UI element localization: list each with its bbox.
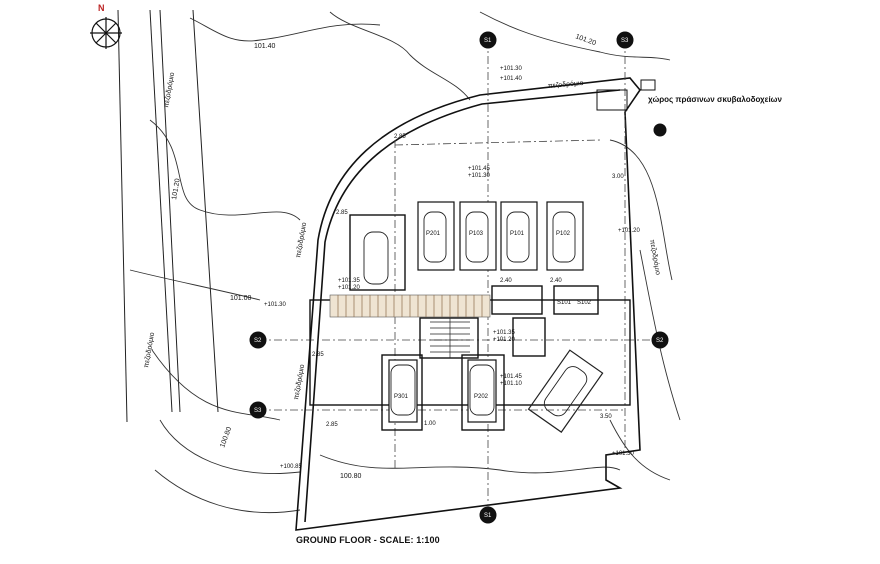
parking-label-4: P102	[556, 231, 571, 237]
contour-label-2: 101.20	[574, 33, 597, 47]
level-4: +101.30	[468, 173, 491, 179]
dim-9: 2.85	[326, 422, 338, 428]
level-13: +100.85	[280, 464, 303, 470]
staircase	[430, 318, 470, 358]
level-6: +101.20	[338, 285, 361, 291]
dim-7: 1.00	[424, 421, 436, 427]
pavement-label-mid-2: πεζοδρόμιο	[292, 364, 306, 401]
dim-6: 2.85	[394, 134, 406, 140]
level-10: +101.20	[618, 228, 641, 234]
level-5: +101.35	[338, 278, 361, 284]
contour-lines	[129, 11, 681, 514]
contour-label-4: 101.00	[230, 295, 252, 302]
level-7: +101.35	[493, 330, 516, 336]
bins-area	[596, 79, 656, 111]
level-2: +101.40	[500, 76, 523, 82]
dim-2: 2.40	[550, 278, 562, 284]
section-label-1: S1	[484, 38, 492, 44]
level-12: +101.10	[500, 381, 523, 387]
pavement-label-left-2: πεζοδρόμιο	[142, 332, 156, 369]
dim-4: 2.85	[336, 210, 348, 216]
car-outlines	[363, 211, 604, 433]
parking-label-6: P202	[474, 394, 489, 400]
contour-label-6: 100.80	[340, 473, 362, 480]
pavement-label-mid: πεζοδρόμιο	[294, 222, 308, 259]
parking-label-5: P301	[394, 394, 409, 400]
property-boundary	[295, 77, 642, 531]
dim-3: 3.00	[612, 174, 624, 180]
parking-label-1: P201	[426, 231, 441, 237]
parking-label-2: P103	[469, 231, 484, 237]
section-label-6: S3	[254, 408, 262, 414]
storage-label-1: S101	[557, 300, 572, 306]
level-1: +101.30	[500, 66, 523, 72]
section-label-2: S1	[484, 513, 492, 519]
parking-label-3: P101	[510, 231, 525, 237]
dim-1: 2.40	[500, 278, 512, 284]
storage-label-2: S102	[577, 300, 592, 306]
drawing-labels: 101.40 101.20 101.20 101.00 100.80 100.8…	[142, 33, 664, 519]
section-label-4: S2	[656, 338, 664, 344]
contour-label-3: 101.20	[171, 178, 182, 200]
drawing-title: GROUND FLOOR - SCALE: 1:100	[296, 535, 440, 545]
level-11: +101.45	[500, 374, 523, 380]
pavement-label-right: πεζοδρόμιο	[648, 239, 662, 276]
level-8: +101.20	[493, 337, 516, 343]
dim-5: 3.50	[600, 414, 612, 420]
level-3: +101.45	[468, 166, 491, 172]
hatched-ramp	[329, 294, 491, 318]
parking-bays	[388, 201, 584, 423]
section-label-3: S2	[254, 338, 262, 344]
pavement-label-top: πεζοδρόμιο	[547, 79, 583, 90]
north-label: N	[98, 3, 105, 13]
contour-label-1: 101.40	[254, 43, 276, 50]
contour-label-5: 100.80	[219, 426, 233, 449]
left-pavement-lines	[117, 9, 219, 423]
section-label-5: S3	[621, 38, 629, 44]
section-markers	[249, 31, 669, 524]
dim-8: 2.85	[312, 352, 324, 358]
bins-area-label: χώρος πράσινων σκυβαλοδοχείων	[648, 95, 782, 104]
north-arrow	[90, 17, 122, 49]
level-14: +101.30	[612, 451, 635, 457]
level-9: +101.30	[264, 302, 287, 308]
